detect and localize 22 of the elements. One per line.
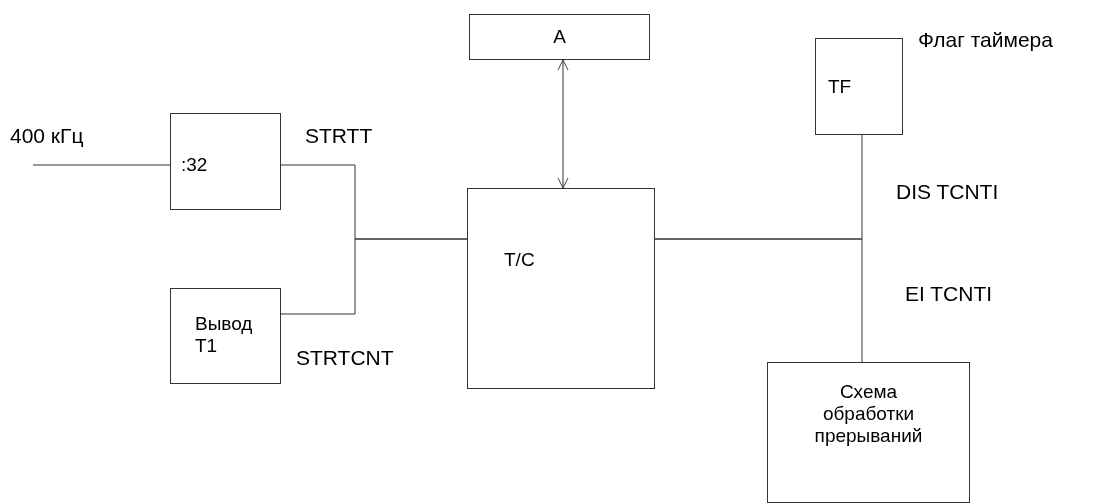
block-label: :32: [181, 154, 208, 176]
signal-label: STRTCNT: [296, 346, 394, 370]
block-label: Вывод T1: [195, 313, 253, 357]
block-caption: Флаг таймера: [918, 28, 1053, 52]
signal-label: STRTT: [305, 124, 373, 148]
block-box: [815, 38, 903, 135]
signal-label: EI TCNTI: [905, 282, 993, 306]
block-label: A: [553, 26, 566, 48]
connector-line: [280, 238, 468, 315]
block-label: Схема обработки прерываний: [813, 381, 924, 447]
block-box: [767, 362, 970, 503]
block-label: T/C: [504, 249, 535, 271]
block-box: [170, 288, 281, 384]
signal-label: DIS TCNTI: [896, 180, 999, 204]
block-box: [170, 113, 281, 210]
block-box: [467, 188, 655, 389]
edge-label: 400 кГц: [10, 124, 84, 148]
connector-line: [654, 238, 863, 363]
block-label: TF: [828, 75, 852, 98]
double-arrow: [557, 59, 569, 189]
connector-line: [32, 164, 171, 166]
block-box: [469, 14, 650, 60]
